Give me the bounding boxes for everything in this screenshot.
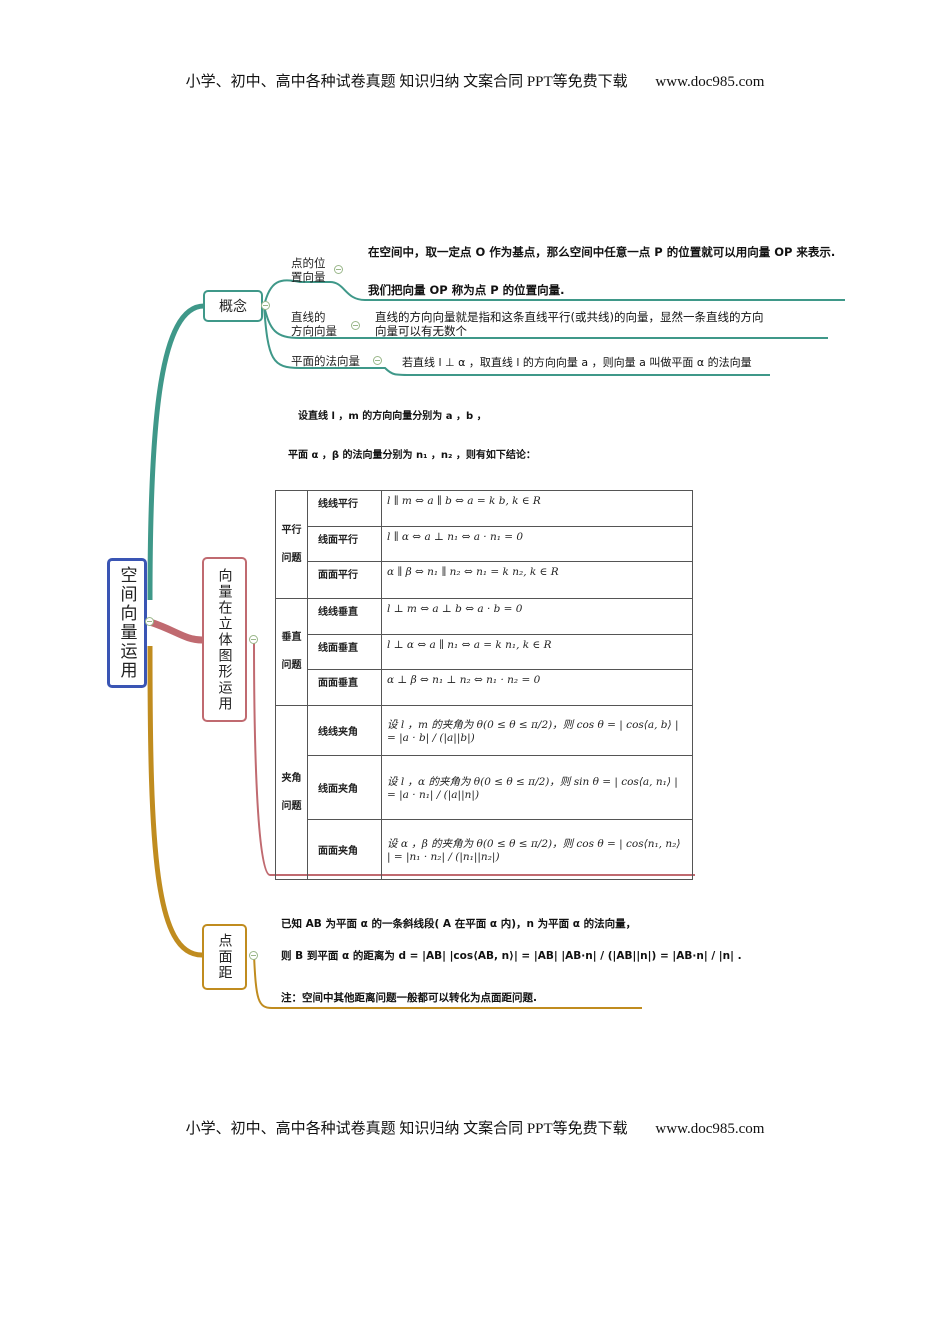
row-type: 面面夹角: [307, 819, 382, 880]
root-label: 空间向量运用: [116, 566, 137, 680]
group-angle: 夹角问题: [275, 705, 308, 880]
collapse-icon[interactable]: [249, 635, 258, 644]
row-formula: 设 l ，m 的夹角为 θ(0 ≤ θ ≤ π/2)，则 cos θ = | c…: [381, 705, 693, 756]
row-formula: l ⊥ α ⇔ a ∥ n₁ ⇔ a = k n₁, k ∈ R: [381, 634, 693, 670]
direction-vector-desc: 直线的方向向量就是指和这条直线平行(或共线)的向量，显然一条直线的方向 向量可以…: [375, 310, 764, 338]
distance-node[interactable]: 点面距: [202, 924, 247, 990]
position-vector-desc-2: 我们把向量 OP 称为点 P 的位置向量.: [368, 283, 565, 297]
group-parallel: 平行问题: [275, 490, 308, 599]
row-type: 线线夹角: [307, 705, 382, 756]
distance-desc-1: 已知 AB 为平面 α 的一条斜线段( A 在平面 α 内)，n 为平面 α 的…: [281, 918, 637, 930]
row-type: 线面垂直: [307, 634, 382, 670]
collapse-icon[interactable]: [373, 356, 382, 365]
position-vector-desc-1: 在空间中，取一定点 O 作为基点，那么空间中任意一点 P 的位置就可以用向量 O…: [368, 245, 836, 259]
solid-intro-1: 设直线 l ，m 的方向向量分别为 a ，b ，: [298, 411, 487, 422]
distance-desc-2: 则 B 到平面 α 的距离为 d = |AB| |cos⟨AB, n⟩| = |…: [281, 950, 742, 962]
row-formula: α ⊥ β ⇔ n₁ ⊥ n₂ ⇔ n₁ · n₂ = 0: [381, 669, 693, 706]
concept-item-direction-vector[interactable]: 直线的 方向向量: [291, 310, 337, 338]
distance-note: 注：空间中其他距离问题一般都可以转化为点面距问题.: [281, 992, 537, 1004]
row-formula: l ∥ m ⇔ a ∥ b ⇔ a = k b, k ∈ R: [381, 490, 693, 527]
row-formula: l ⊥ m ⇔ a ⊥ b ⇔ a · b = 0: [381, 598, 693, 635]
row-formula: 设 l ，α 的夹角为 θ(0 ≤ θ ≤ π/2)，则 sin θ = | c…: [381, 755, 693, 820]
footer-url[interactable]: www.doc985.com: [655, 1121, 765, 1137]
page-header: 小学、初中、高中各种试卷真题 知识归纳 文案合同 PPT等免费下载 www.do…: [0, 70, 950, 91]
concept-item-normal-vector[interactable]: 平面的法向量: [291, 354, 360, 368]
relations-table: 平行问题 线线平行 l ∥ m ⇔ a ∥ b ⇔ a = k b, k ∈ R…: [275, 490, 693, 880]
root-node[interactable]: 空间向量运用: [107, 558, 147, 688]
row-type: 线面平行: [307, 526, 382, 562]
row-type: 线线垂直: [307, 598, 382, 635]
concept-node[interactable]: 概念: [203, 290, 263, 322]
collapse-icon[interactable]: [261, 301, 270, 310]
group-perpendicular: 垂直问题: [275, 598, 308, 706]
distance-label: 点面距: [216, 933, 233, 981]
header-text: 小学、初中、高中各种试卷真题 知识归纳 文案合同 PPT等免费下载: [185, 74, 628, 90]
row-type: 线线平行: [307, 490, 382, 527]
normal-vector-desc: 若直线 l ⊥ α ，取直线 l 的方向向量 a ，则向量 a 叫做平面 α 的…: [402, 356, 752, 369]
solid-node[interactable]: 向量在立体图形运用: [202, 557, 247, 722]
row-type: 面面垂直: [307, 669, 382, 706]
concept-item-position-vector[interactable]: 点的位 置向量: [291, 256, 326, 284]
solid-label: 向量在立体图形运用: [216, 567, 233, 712]
collapse-icon[interactable]: [249, 951, 258, 960]
collapse-icon[interactable]: [334, 265, 343, 274]
row-type: 线面夹角: [307, 755, 382, 820]
footer-text: 小学、初中、高中各种试卷真题 知识归纳 文案合同 PPT等免费下载: [185, 1121, 628, 1137]
row-type: 面面平行: [307, 561, 382, 599]
row-formula: l ∥ α ⇔ a ⊥ n₁ ⇔ a · n₁ = 0: [381, 526, 693, 562]
page-footer: 小学、初中、高中各种试卷真题 知识归纳 文案合同 PPT等免费下载 www.do…: [0, 1117, 950, 1138]
solid-intro-2: 平面 α ，β 的法向量分别为 n₁ ，n₂ ，则有如下结论：: [288, 450, 536, 461]
row-formula: α ∥ β ⇔ n₁ ∥ n₂ ⇔ n₁ = k n₂, k ∈ R: [381, 561, 693, 599]
collapse-icon[interactable]: [351, 321, 360, 330]
collapse-icon[interactable]: [145, 617, 154, 626]
row-formula: 设 α ，β 的夹角为 θ(0 ≤ θ ≤ π/2)，则 cos θ = | c…: [381, 819, 693, 880]
header-url[interactable]: www.doc985.com: [655, 74, 765, 90]
concept-label: 概念: [219, 299, 247, 315]
